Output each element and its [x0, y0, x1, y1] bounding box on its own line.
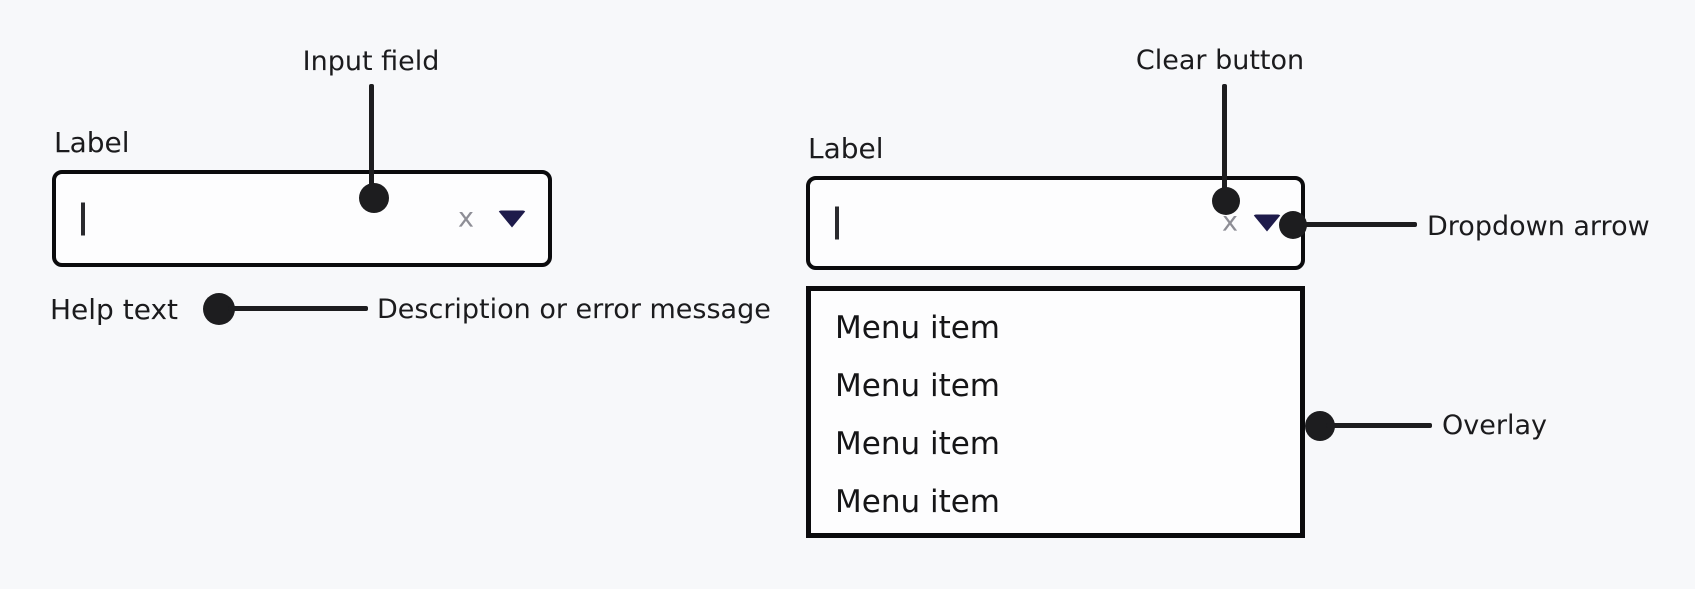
callout-dot-clear-button	[1212, 187, 1240, 215]
left-combobox-label: Label	[54, 126, 130, 159]
annotation-clear-button: Clear button	[1135, 45, 1305, 76]
callout-line-help-text	[228, 306, 368, 311]
dropdown-overlay: Menu item Menu item Menu item Menu item	[806, 286, 1305, 538]
dropdown-arrow-icon[interactable]	[1253, 214, 1281, 232]
menu-item[interactable]: Menu item	[835, 484, 1001, 520]
callout-dot-dropdown-arrow	[1279, 211, 1307, 239]
annotation-help-description: Description or error message	[377, 294, 771, 325]
callout-line-dropdown-arrow	[1303, 222, 1417, 227]
text-cursor	[835, 206, 839, 240]
text-cursor	[81, 202, 85, 235]
callout-dot-input-field	[359, 183, 389, 213]
callout-line-input-field	[369, 84, 374, 188]
callout-line-overlay	[1326, 423, 1432, 428]
menu-item[interactable]: Menu item	[835, 310, 1001, 346]
left-combobox-input[interactable]: x	[52, 170, 552, 267]
annotation-overlay: Overlay	[1442, 410, 1547, 441]
menu-item[interactable]: Menu item	[835, 426, 1001, 462]
clear-button[interactable]: x	[1222, 206, 1238, 238]
clear-button[interactable]: x	[458, 201, 474, 233]
help-text: Help text	[50, 293, 178, 326]
annotation-dropdown-arrow: Dropdown arrow	[1427, 211, 1650, 242]
menu-item[interactable]: Menu item	[835, 368, 1001, 404]
annotation-input-field: Input field	[302, 46, 440, 77]
callout-line-clear-button	[1222, 84, 1227, 194]
right-combobox-label: Label	[808, 132, 884, 165]
dropdown-arrow-icon[interactable]	[498, 210, 526, 227]
